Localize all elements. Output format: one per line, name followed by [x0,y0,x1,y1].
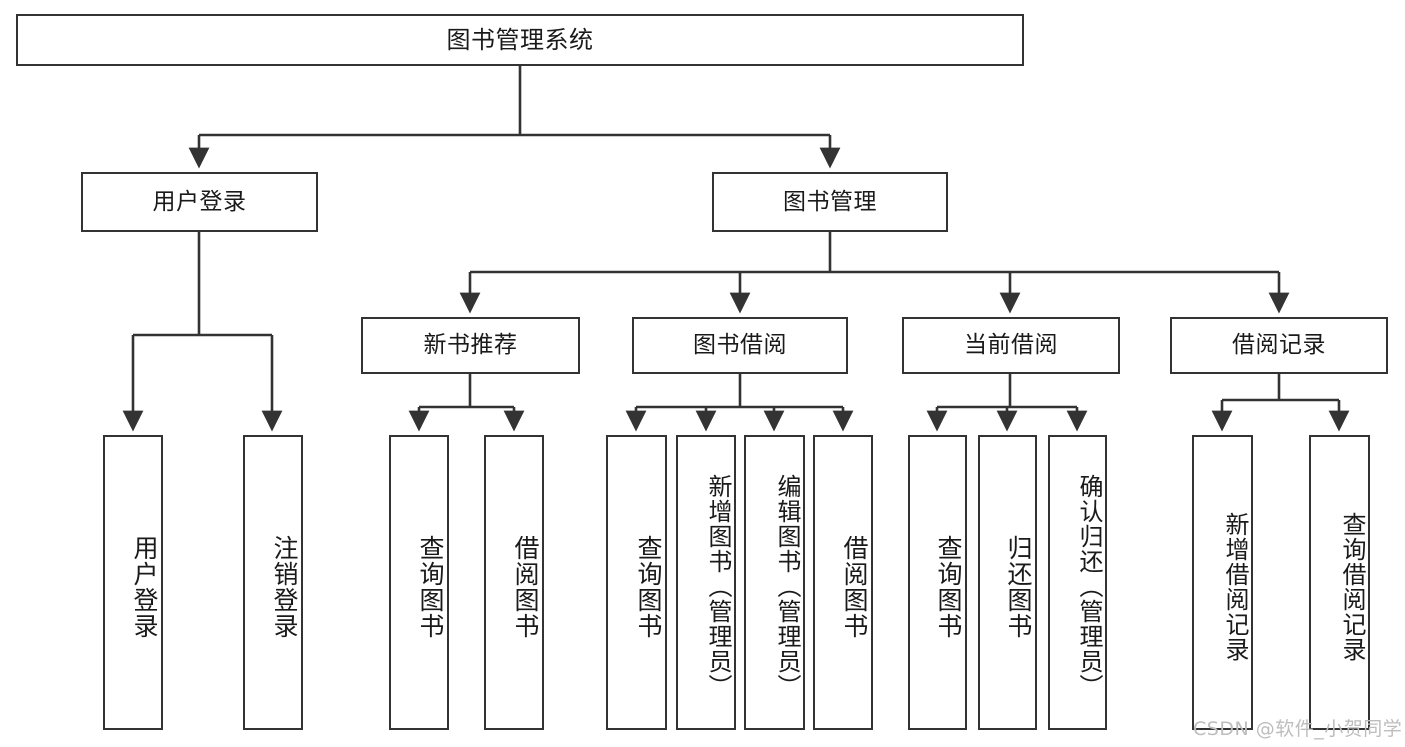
node-current-borrow[interactable]: 当前借阅 [902,317,1120,374]
node-leaf-return-book[interactable]: 归还图书 [978,435,1037,730]
node-leaf-user-login[interactable]: 用户登录 [103,435,163,730]
node-leaf-add-book[interactable]: 新增图书（管理员） [676,435,736,730]
node-borrow-record[interactable]: 借阅记录 [1170,317,1388,374]
node-leaf-query-book-3[interactable]: 查询图书 [908,435,967,730]
csdn-watermark: CSDN @软件_小贺同学 [1193,718,1403,740]
node-leaf-add-record[interactable]: 新增借阅记录 [1192,435,1253,730]
node-new-book-recommend[interactable]: 新书推荐 [361,317,580,374]
node-root[interactable]: 图书管理系统 [16,14,1024,66]
node-leaf-edit-book[interactable]: 编辑图书（管理员） [744,435,805,730]
node-leaf-query-record[interactable]: 查询借阅记录 [1309,435,1370,730]
node-leaf-query-book-2[interactable]: 查询图书 [606,435,667,730]
node-book-manage[interactable]: 图书管理 [712,172,948,232]
node-leaf-query-book-1[interactable]: 查询图书 [389,435,449,730]
node-leaf-logout[interactable]: 注销登录 [243,435,303,730]
node-leaf-borrow-book-1[interactable]: 借阅图书 [484,435,544,730]
node-user-login[interactable]: 用户登录 [81,172,318,232]
node-leaf-borrow-book-2[interactable]: 借阅图书 [813,435,873,730]
node-book-borrow[interactable]: 图书借阅 [632,317,848,374]
node-leaf-confirm-return[interactable]: 确认归还（管理员） [1048,435,1107,730]
